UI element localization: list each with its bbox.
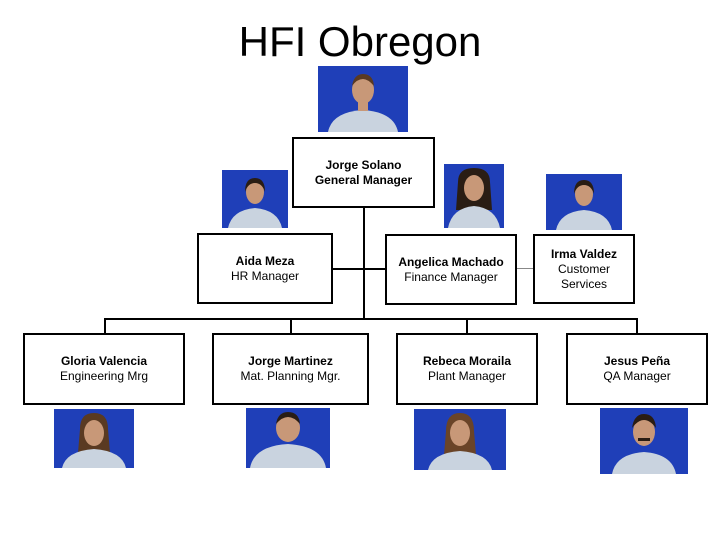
node-customer-services: Irma Valdez Customer Services <box>533 234 635 304</box>
page-title: HFI Obregon <box>238 18 482 65</box>
photo-customer-services <box>546 174 622 230</box>
portrait-icon <box>546 174 622 230</box>
node-plant: Rebeca Moraila Plant Manager <box>396 333 538 405</box>
node-engineering: Gloria Valencia Engineering Mrg <box>23 333 185 405</box>
connector-planning <box>290 318 292 334</box>
portrait-icon <box>600 408 688 474</box>
node-role: Customer Services <box>557 261 610 291</box>
portrait-icon <box>246 408 330 468</box>
photo-general-manager <box>318 66 408 132</box>
node-name: Aida Meza <box>235 253 295 268</box>
node-role: HR Manager <box>230 268 300 283</box>
node-name: Jesus Peña <box>603 354 671 368</box>
node-general-manager: Jorge Solano General Manager <box>292 137 435 208</box>
node-name: Rebeca Moraila <box>422 354 512 368</box>
node-role: Finance Manager <box>404 269 498 284</box>
node-name: Angelica Machado <box>398 254 504 269</box>
node-role: General Manager <box>314 172 413 187</box>
connector-engineering <box>104 318 106 334</box>
node-qa: Jesus Peña QA Manager <box>566 333 708 405</box>
node-role: QA Manager <box>603 369 671 383</box>
connector-plant <box>466 318 468 334</box>
portrait-icon <box>318 66 408 132</box>
node-role: Mat. Planning Mgr. <box>240 369 341 383</box>
node-planning: Jorge Martinez Mat. Planning Mgr. <box>212 333 369 405</box>
photo-planning <box>246 408 330 468</box>
portrait-icon <box>414 409 506 470</box>
node-name: Irma Valdez <box>550 246 618 261</box>
portrait-icon <box>222 170 288 228</box>
connector-customer <box>516 268 534 269</box>
connector-finance <box>364 268 386 270</box>
photo-hr-manager <box>222 170 288 228</box>
node-hr-manager: Aida Meza HR Manager <box>197 233 333 304</box>
connector-hr <box>331 268 364 270</box>
connector-qa <box>636 318 638 334</box>
photo-qa <box>600 408 688 474</box>
portrait-icon <box>444 164 504 228</box>
photo-plant <box>414 409 506 470</box>
node-name: Jorge Solano <box>325 157 402 172</box>
photo-engineering <box>54 409 134 468</box>
photo-finance-manager <box>444 164 504 228</box>
connector-bottom-bar <box>104 318 638 320</box>
connector-gm-down <box>363 207 365 320</box>
node-name: Jorge Martinez <box>248 354 333 368</box>
portrait-icon <box>54 409 134 468</box>
node-role: Plant Manager <box>427 369 507 383</box>
node-role: Engineering Mrg <box>59 369 149 383</box>
node-name: Gloria Valencia <box>60 354 148 368</box>
node-finance-manager: Angelica Machado Finance Manager <box>385 234 517 305</box>
